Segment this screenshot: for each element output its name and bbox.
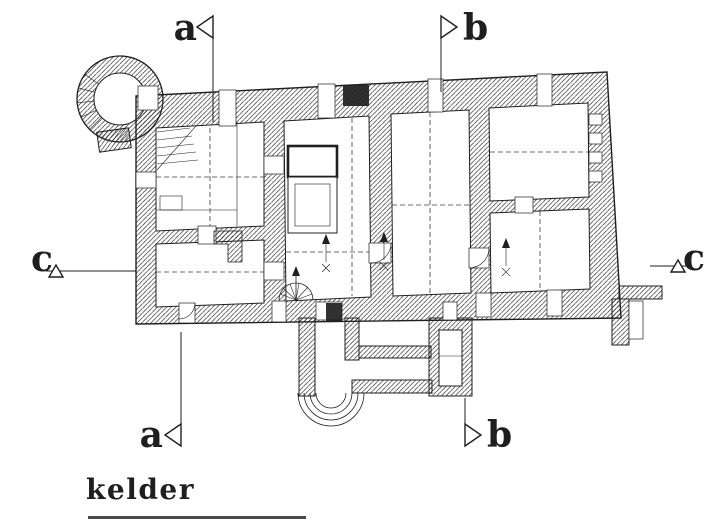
chimney-massif [286, 144, 339, 234]
interior-wall-fragment [213, 230, 243, 263]
section-label-a-top: a [174, 7, 197, 49]
spiral-stair [278, 266, 314, 301]
section-markers: a b a b c c [31, 7, 705, 456]
section-label-a-bottom: a [140, 414, 163, 456]
tower-stair-steps [77, 74, 102, 130]
room-extension [438, 329, 463, 387]
section-triangle-icon [669, 258, 687, 273]
vault-dashed-lines [156, 112, 588, 296]
apse-steps [297, 392, 365, 427]
winder-stair [156, 125, 199, 171]
section-flag-icon [163, 422, 182, 448]
tower-buttress [96, 127, 132, 153]
section-marker-a-bottom: a [140, 332, 182, 456]
section-label-b-bottom: b [487, 414, 512, 456]
section-flag-icon [464, 422, 483, 448]
section-label-c-right: c [683, 237, 705, 279]
section-marker-b-top: b [440, 7, 488, 92]
wall-openings [135, 73, 563, 324]
section-triangle-icon [47, 263, 65, 278]
stair-direction-markers [321, 232, 511, 277]
section-label-c-left: c [31, 238, 53, 280]
thin-partitions [156, 122, 462, 357]
door-swing-arcs [178, 242, 490, 320]
east-protrusion-slot [628, 300, 644, 340]
building-plan [76, 55, 663, 427]
tower-doorway [137, 85, 159, 111]
room-center-east [390, 109, 472, 297]
plan-caption: kelder [86, 473, 195, 506]
section-marker-c-left: c [31, 238, 136, 280]
section-label-b-top: b [463, 7, 488, 49]
section-flag-icon [440, 14, 459, 40]
section-flag-icon [195, 14, 214, 40]
east-wall-niches [588, 113, 603, 183]
section-marker-a-top: a [174, 7, 214, 122]
east-protrusion-walls [611, 285, 663, 346]
section-marker-b-bottom: b [464, 398, 512, 456]
section-marker-c-right: c [650, 237, 705, 279]
scan-artifact-line [88, 516, 306, 519]
solid-wall-patch-south [326, 303, 342, 321]
solid-wall-patch-north [343, 85, 369, 106]
room-west-lower [155, 239, 265, 308]
